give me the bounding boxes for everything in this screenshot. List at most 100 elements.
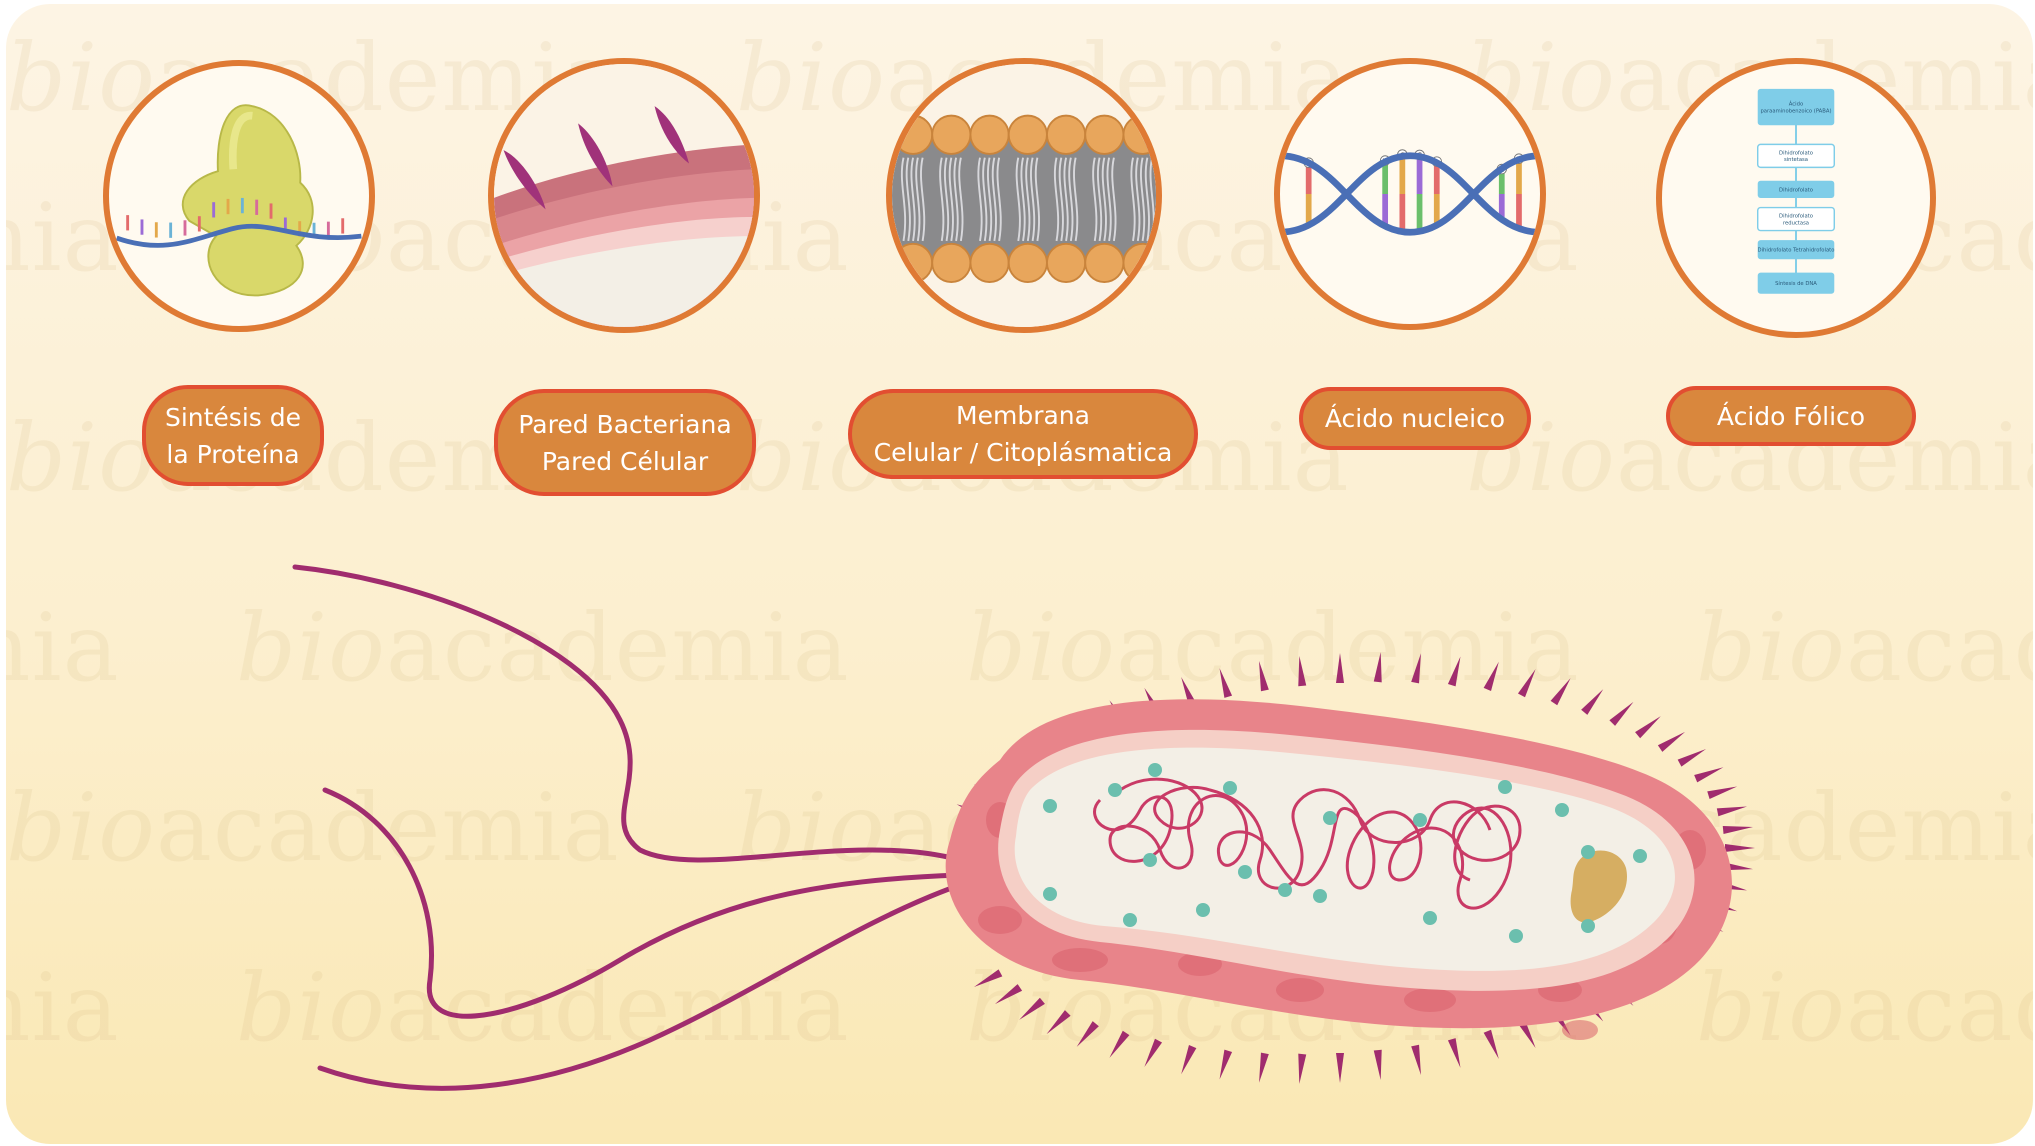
- dna-base: [1433, 194, 1440, 225]
- lipid-tail: [982, 157, 988, 242]
- pilus: [1181, 677, 1197, 707]
- lipid-tail: [1053, 157, 1060, 242]
- mrna-codon-mark: [269, 203, 273, 219]
- lipid-tail: [1063, 157, 1069, 242]
- watermark-text: bioacademia: [1696, 594, 2033, 703]
- pilus: [974, 969, 1003, 987]
- ribosome-dot: [1581, 919, 1595, 933]
- lipid-tail: [905, 157, 911, 242]
- pilus: [1298, 655, 1307, 687]
- lipid-tail: [1025, 157, 1031, 242]
- ribosome-dot: [1108, 783, 1122, 797]
- lipid-tail: [1092, 157, 1098, 242]
- pilus: [1716, 806, 1748, 817]
- lipid-tail: [996, 157, 1002, 242]
- mrna-codon-mark: [326, 221, 330, 237]
- ribosome-dot: [1043, 799, 1057, 813]
- dna-base: [1433, 163, 1440, 194]
- lipid-tail: [1029, 157, 1036, 242]
- pathway-step-box: [1756, 206, 1836, 232]
- pilus: [1725, 844, 1755, 852]
- lipid-tail: [900, 157, 907, 242]
- mrna-codon-mark: [240, 197, 244, 214]
- lipid-tail: [991, 157, 997, 242]
- pilus: [1411, 1044, 1421, 1075]
- mrna-codon-mark: [255, 199, 259, 215]
- dna-base: [1416, 156, 1423, 194]
- pilus: [1019, 997, 1045, 1020]
- lipid-tail: [943, 157, 950, 242]
- ribosome-dot: [1555, 803, 1569, 817]
- pathway-step-label: Dihidrofolato: [1779, 187, 1813, 193]
- lipid-tail: [910, 157, 916, 242]
- watermark-text: bioacademia: [1696, 954, 2033, 1063]
- ribosome-icon: [115, 104, 362, 297]
- pilus: [1722, 825, 1754, 834]
- mrna-codon-mark: [154, 222, 158, 238]
- pilus: [1550, 678, 1571, 706]
- pilus: [994, 984, 1023, 1005]
- mrna-codon-mark: [212, 202, 216, 218]
- pilus: [1259, 661, 1269, 692]
- watermark-text: bioacademia: [966, 594, 1580, 703]
- pathway-step-label: Síntesis de DNA: [1775, 280, 1817, 287]
- pathway-step-label: reductasa: [1783, 220, 1809, 226]
- ribosome-dot: [1196, 903, 1210, 917]
- mrna-codon-mark: [226, 198, 230, 215]
- lipid-tail: [953, 157, 959, 242]
- lipid-tail: [1096, 157, 1103, 242]
- pilus: [1483, 1029, 1499, 1059]
- ribosome-dot: [1581, 845, 1595, 859]
- protein-synthesis-illustration: [103, 60, 375, 332]
- ribosome-dot: [1498, 780, 1512, 794]
- lipid-tail: [920, 157, 926, 242]
- pilus: [1181, 1045, 1197, 1075]
- lipid-bilayer-illustration: [886, 58, 1162, 333]
- pilus: [1219, 668, 1233, 698]
- ribosome-dot: [1223, 781, 1237, 795]
- lipid-tail: [948, 157, 954, 242]
- pilus: [1517, 668, 1536, 698]
- mrna-codon-mark: [283, 217, 287, 233]
- lipid-tail: [1015, 157, 1021, 242]
- nucleoid-loop-2: [1119, 777, 1492, 890]
- dna-base: [1416, 194, 1423, 232]
- lipid-tail: [977, 157, 983, 242]
- pathway-step-box: [1757, 240, 1835, 260]
- dna-base: [1516, 194, 1522, 228]
- lipid-tail: [939, 157, 945, 242]
- mrna-codon-mark: [298, 221, 302, 237]
- mrna-codon-mark: [169, 222, 173, 238]
- dna-base: [1382, 162, 1389, 194]
- pilus: [1373, 652, 1382, 683]
- lipid-tail: [1073, 157, 1079, 242]
- phospholipid-head: [1122, 114, 1156, 155]
- pilus: [1677, 749, 1706, 767]
- lipid-tail: [958, 157, 964, 242]
- ribosome-dot: [1143, 853, 1157, 867]
- plasmid: [1570, 850, 1628, 923]
- mrna-codon-mark: [183, 220, 187, 236]
- pilus: [1046, 1010, 1071, 1035]
- ribosome-dot: [1238, 865, 1252, 879]
- lipid-tail: [1135, 157, 1141, 242]
- ribosomes: [1043, 763, 1647, 943]
- pathway-step-label: Dihidrofolato Tetrahidrofolato: [1758, 248, 1835, 254]
- dna-base: [1399, 194, 1406, 232]
- mrna-codon-mark: [341, 218, 345, 234]
- ribosome-dot: [1148, 763, 1162, 777]
- ribosome-dot: [1278, 883, 1292, 897]
- pathway-step-label: Dihidrofolato: [1779, 214, 1813, 220]
- dna-base: [1305, 164, 1312, 194]
- lipid-tail: [1130, 157, 1136, 242]
- cell-wall-icon: [494, 64, 754, 327]
- lipid-tail: [1034, 157, 1040, 242]
- phospholipid-head: [1122, 242, 1156, 284]
- pilus: [1144, 1038, 1163, 1068]
